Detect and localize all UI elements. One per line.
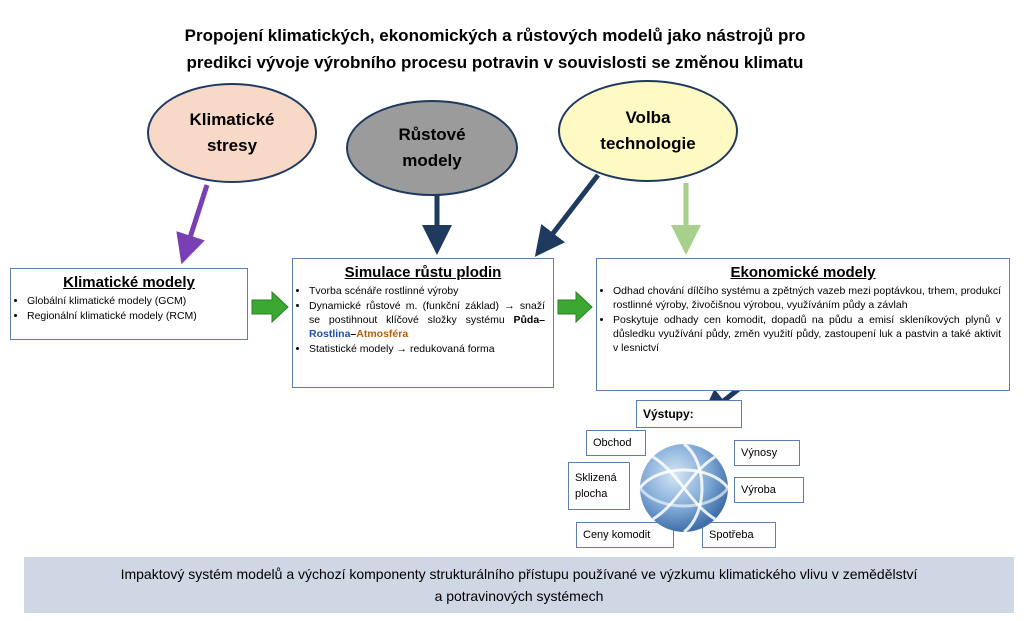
arrow-tech-to-sim bbox=[534, 173, 600, 257]
climate-models-box: Klimatické modely Globální klimatické mo… bbox=[10, 268, 248, 340]
output-harvested-area-line-2: plocha bbox=[575, 488, 608, 500]
output-commodity-prices: Ceny komodit bbox=[576, 522, 674, 548]
crop-simulation-item: Dynamické růstové m. (funkční základ) → … bbox=[309, 299, 545, 341]
economic-models-box: Ekonomické modely Odhad chování dílčího … bbox=[596, 258, 1010, 391]
caption-footer: Impaktový systém modelů a výchozí kompon… bbox=[24, 557, 1014, 613]
economic-models-item: Odhad chování dílčího systému a zpětných… bbox=[613, 284, 1001, 312]
output-production: Výroba bbox=[734, 477, 804, 503]
arrow-stress-to-climate bbox=[176, 184, 210, 265]
growth-models-line-1: Růstové bbox=[398, 125, 466, 144]
output-yields: Výnosy bbox=[734, 440, 800, 466]
globe-swirl-icon bbox=[638, 442, 730, 534]
crop-simulation-item: Statistické modely → redukovaná forma bbox=[309, 342, 545, 356]
soil-label: Půda bbox=[513, 314, 540, 326]
climate-stress-ellipse: Klimatické stresy bbox=[147, 83, 317, 183]
growth-models-line-2: modely bbox=[402, 151, 462, 170]
outputs-label: Výstupy: bbox=[636, 400, 742, 428]
output-trade: Obchod bbox=[586, 430, 646, 456]
atmosphere-label: Atmosféra bbox=[356, 328, 409, 340]
technology-choice-ellipse: Volba technologie bbox=[558, 80, 738, 182]
diagram-title: Propojení klimatických, ekonomických a r… bbox=[100, 22, 890, 76]
technology-choice-line-1: Volba bbox=[625, 108, 671, 127]
dash-2: – bbox=[350, 328, 357, 340]
output-harvested-area: Sklizená plocha bbox=[568, 462, 630, 510]
title-line-2: predikci vývoje výrobního procesu potrav… bbox=[186, 53, 804, 72]
dash-1: – bbox=[539, 314, 545, 326]
crop-simulation-item-text: Dynamické růstové m. (funkční základ) → … bbox=[309, 300, 545, 326]
climate-stress-line-1: Klimatické bbox=[189, 110, 275, 129]
climate-stress-line-2: stresy bbox=[206, 136, 258, 155]
economic-models-heading: Ekonomické modely bbox=[730, 264, 876, 281]
climate-models-heading: Klimatické modely bbox=[63, 274, 195, 291]
output-harvested-area-line-1: Sklizená bbox=[575, 472, 617, 484]
crop-simulation-item: Tvorba scénáře rostlinné výroby bbox=[309, 284, 545, 298]
growth-models-ellipse: Růstové modely bbox=[346, 100, 518, 196]
block-arrow-sim-to-econ bbox=[557, 290, 593, 324]
block-arrow-climate-to-sim bbox=[251, 290, 289, 324]
crop-simulation-heading: Simulace růstu plodin bbox=[344, 264, 502, 281]
economic-models-item: Poskytuje odhady cen komodit, dopadů na … bbox=[613, 313, 1001, 355]
caption-line-1: Impaktový systém modelů a výchozí kompon… bbox=[120, 566, 918, 582]
output-consumption: Spotřeba bbox=[702, 522, 776, 548]
title-line-1: Propojení klimatických, ekonomických a r… bbox=[184, 26, 806, 45]
crop-simulation-box: Simulace růstu plodin Tvorba scénáře ros… bbox=[292, 258, 554, 388]
caption-line-2: a potravinových systémech bbox=[434, 588, 604, 604]
climate-models-item: Regionální klimatické modely (RCM) bbox=[27, 309, 247, 323]
plant-label: Rostlina bbox=[309, 328, 351, 340]
technology-choice-line-2: technologie bbox=[600, 134, 696, 153]
climate-models-item: Globální klimatické modely (GCM) bbox=[27, 294, 247, 308]
